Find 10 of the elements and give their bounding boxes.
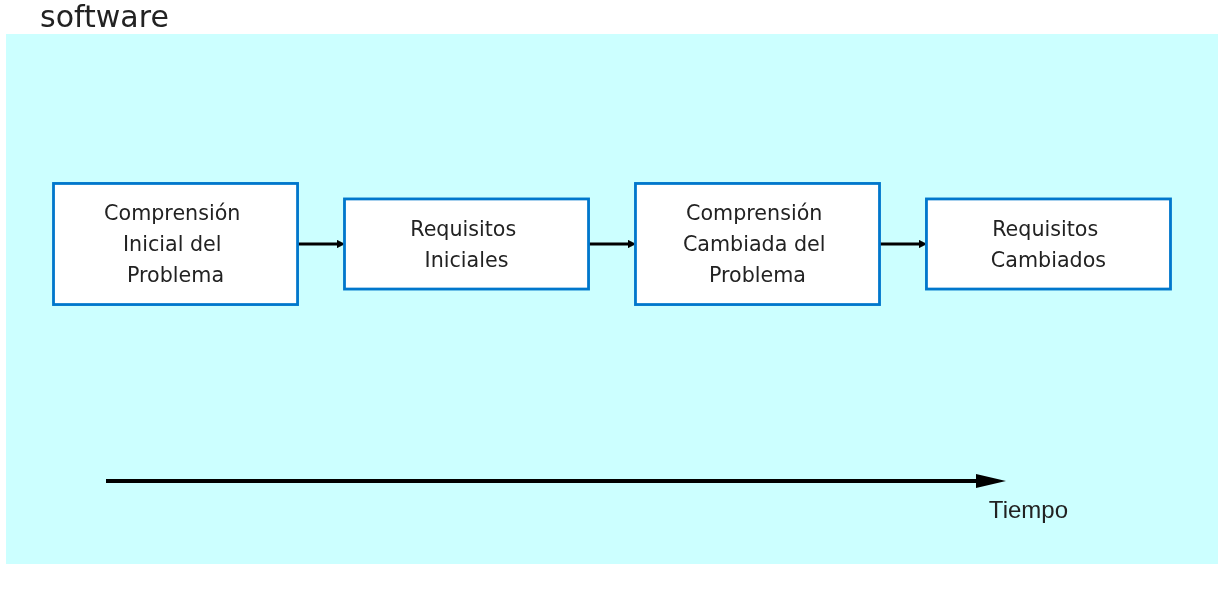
node-box xyxy=(52,182,299,306)
node-box xyxy=(925,197,1172,291)
arrow xyxy=(297,239,345,249)
node-box xyxy=(343,197,590,291)
title: software xyxy=(40,0,170,34)
diagram-panel: Comprensión Inicial del Problema Requisitos Iniciales Comprensión Cambiada del Problema Requisitos Cambiados Tiempo xyxy=(6,34,1218,564)
arrow xyxy=(588,239,636,249)
node-box xyxy=(634,182,881,306)
arrow xyxy=(879,239,927,249)
axis-label: Tiempo xyxy=(988,496,1068,524)
